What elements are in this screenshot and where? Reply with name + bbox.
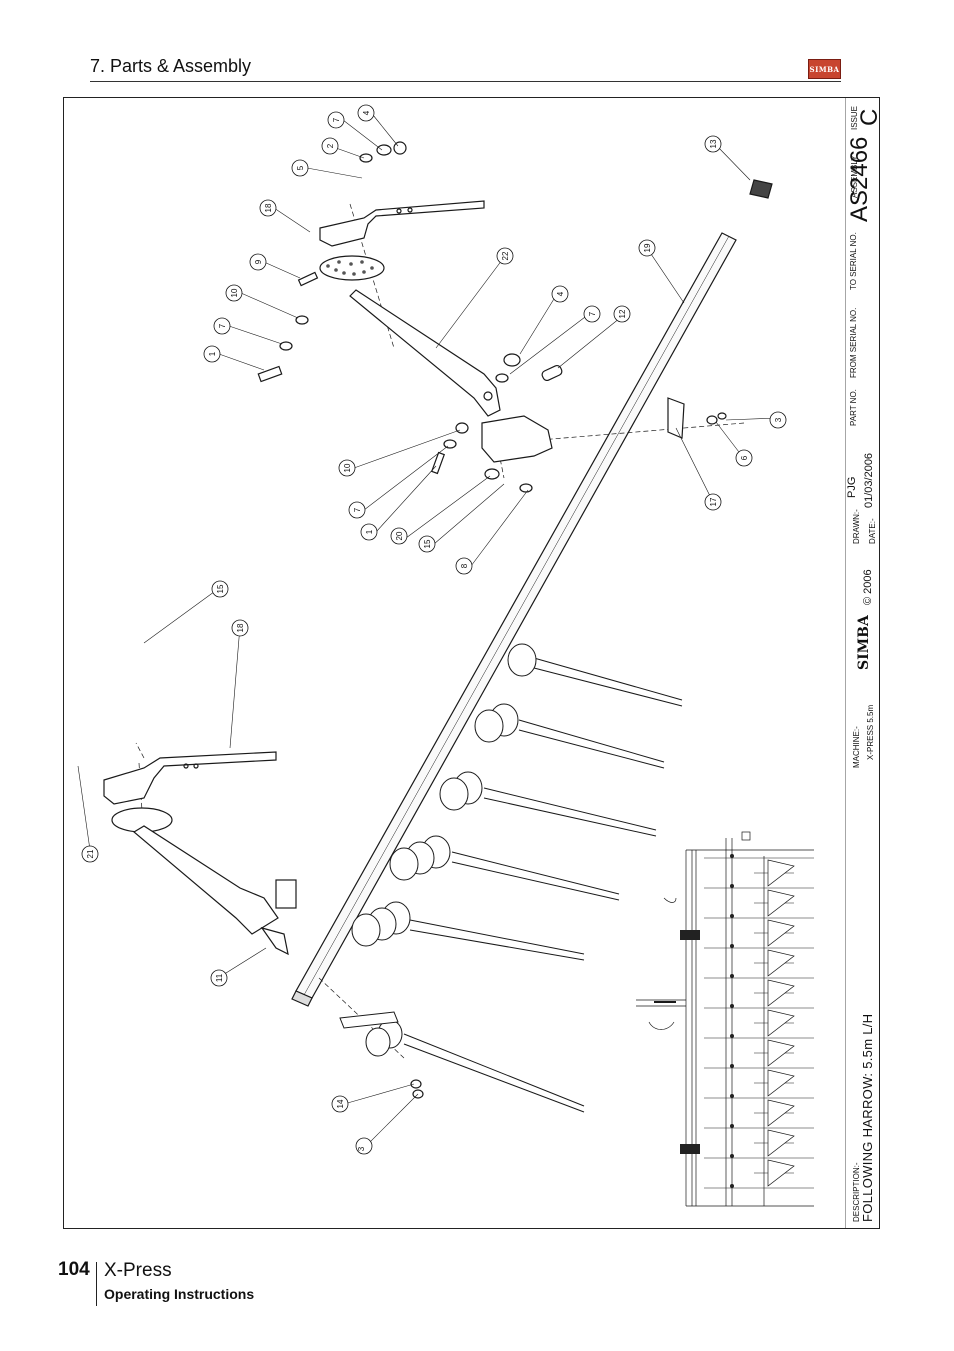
to-serial-label: TO SERIAL NO. (849, 232, 858, 290)
balloon: 7 (327, 111, 345, 129)
svg-text:6: 6 (740, 455, 749, 460)
balloon: 7 (348, 501, 366, 519)
balloon: 1 (360, 523, 378, 541)
drawing-frame (63, 97, 880, 1229)
balloon: 3 (769, 411, 787, 429)
balloon: 19 (638, 239, 656, 257)
svg-text:14: 14 (336, 1099, 345, 1108)
copyright: © 2006 (862, 569, 874, 605)
svg-text:4: 4 (556, 291, 565, 296)
balloon: 20 (390, 527, 408, 545)
balloon: 13 (704, 135, 722, 153)
description-value: FOLLOWING HARROW: 5.5m L/H (860, 1013, 875, 1222)
svg-text:21: 21 (86, 849, 95, 858)
svg-text:11: 11 (215, 973, 224, 982)
svg-text:17: 17 (709, 497, 718, 506)
balloon: 21 (81, 845, 99, 863)
svg-text:3: 3 (357, 1146, 366, 1151)
balloon: 8 (455, 557, 473, 575)
exploded-parts-drawing: 4 7 2 5 18 9 10 7 1 22 4 7 12 13 19 3 6 … (77, 98, 846, 1228)
balloon: 15 (211, 580, 229, 598)
balloon: 1 (203, 345, 221, 363)
section-title: 7. Parts & Assembly (90, 56, 252, 76)
machine-value: X-PRESS 5.5m (866, 704, 875, 760)
balloon: 4 (357, 104, 375, 122)
balloon: 22 (496, 247, 514, 265)
footer-separator (96, 1262, 97, 1306)
drawn-label: DRAWN:- (852, 509, 861, 544)
balloon: 14 (331, 1095, 349, 1113)
svg-text:7: 7 (332, 117, 341, 122)
balloon: 15 (418, 535, 436, 553)
page-number: 104 (58, 1259, 90, 1280)
svg-text:4: 4 (362, 110, 371, 115)
part-no-label: PART NO. (849, 389, 858, 426)
svg-text:7: 7 (353, 507, 362, 512)
balloon: 18 (231, 619, 249, 637)
balloon: 5 (291, 159, 309, 177)
svg-text:10: 10 (230, 288, 239, 297)
balloon: 10 (225, 284, 243, 302)
harrow-plan-inset (636, 831, 814, 1207)
svg-text:22: 22 (501, 251, 510, 260)
svg-text:20: 20 (395, 531, 404, 540)
from-serial-label: FROM SERIAL NO. (849, 307, 858, 378)
balloon: 2 (321, 137, 339, 155)
svg-text:5: 5 (296, 165, 305, 170)
balloon: 4 (551, 285, 569, 303)
simba-brand: SIMBA (856, 615, 872, 670)
svg-text:15: 15 (216, 584, 225, 593)
svg-text:13: 13 (709, 139, 718, 148)
balloon: 17 (704, 493, 722, 511)
assembly-number: AS2466 (846, 136, 873, 222)
balloon: 9 (249, 253, 267, 271)
drawn-value: PJG (846, 476, 858, 498)
svg-text:3: 3 (774, 417, 783, 422)
svg-text:18: 18 (236, 623, 245, 632)
manual-subtitle: Operating Instructions (104, 1286, 255, 1302)
machine-label: MACHINE:- (852, 726, 861, 768)
balloon: 6 (735, 449, 753, 467)
svg-text:7: 7 (218, 323, 227, 328)
balloon: 11 (210, 969, 228, 987)
svg-text:1: 1 (365, 529, 374, 534)
svg-text:19: 19 (643, 243, 652, 252)
date-label: DATE:- (868, 518, 877, 544)
issue-value: C (856, 108, 883, 126)
simba-logo: SIMBA (808, 59, 841, 79)
product-name: X-Press (104, 1260, 172, 1281)
header-rule (90, 81, 841, 82)
balloon: 10 (338, 459, 356, 477)
svg-text:8: 8 (460, 563, 469, 568)
svg-text:9: 9 (254, 259, 263, 264)
balloon: 12 (613, 305, 631, 323)
svg-text:10: 10 (343, 463, 352, 472)
svg-text:1: 1 (208, 351, 217, 356)
balloon: 7 (213, 317, 231, 335)
svg-text:18: 18 (264, 203, 273, 212)
svg-text:7: 7 (588, 311, 597, 316)
balloon: 18 (259, 199, 277, 217)
svg-text:12: 12 (618, 309, 627, 318)
date-value: 01/03/2006 (863, 452, 875, 508)
balloon: 3 (355, 1137, 373, 1155)
svg-text:15: 15 (423, 539, 432, 548)
balloon: 7 (583, 305, 601, 323)
svg-text:2: 2 (326, 143, 335, 148)
